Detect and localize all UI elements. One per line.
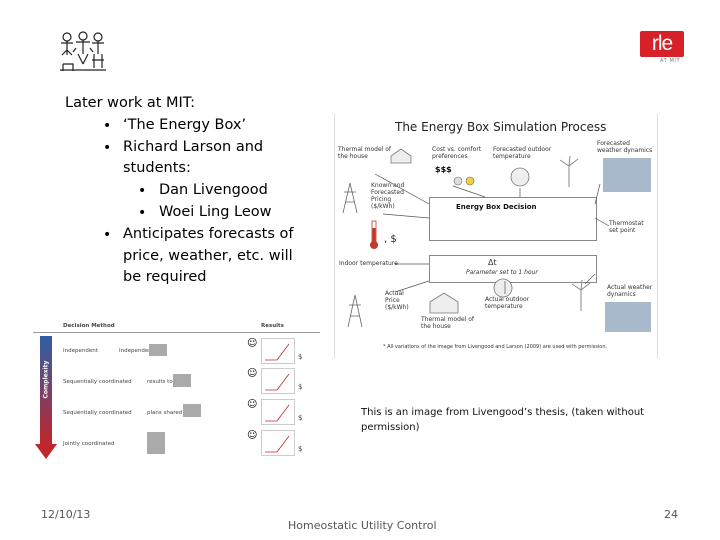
rle-logo-text: rle <box>640 31 684 57</box>
figure-footnote: * All variations of the image from Liven… <box>383 344 608 350</box>
row-3-thumb <box>183 404 201 417</box>
result-dollar: $ <box>298 383 303 391</box>
rle-logo-subtitle: AT MIT <box>660 58 681 64</box>
decision-title: Energy Box Decision <box>456 203 537 211</box>
smiley-icon: ☺ <box>247 430 258 441</box>
energy-box-simulation-figure: The Energy Box Simulation Process Therma… <box>334 114 658 358</box>
delta-t: Δt <box>488 258 497 267</box>
bullet-energy-box: ‘The Energy Box’ <box>123 117 247 133</box>
image-caption: This is an image from Livengood’s thesis… <box>361 407 645 433</box>
result-dollar: $ <box>298 353 303 361</box>
house-icon <box>390 148 412 164</box>
row-1-thumb <box>149 344 167 356</box>
bullet-dot: • <box>103 227 112 243</box>
row-2-thumb <box>173 374 191 387</box>
decision-box: Energy Box Decision <box>429 197 597 241</box>
sub-bullet-dot: • <box>138 183 147 199</box>
decision-method-table: Decision Method Results Complexity Indep… <box>33 320 320 460</box>
cost-comfort-label: Cost vs. comfort preferences <box>432 146 482 160</box>
sketch-figures-icon <box>60 31 106 71</box>
sky-photo <box>603 158 651 192</box>
result-chart-icon <box>261 368 295 394</box>
thermal-model-label: Thermal model of the house <box>338 146 391 160</box>
bullet-anticipates-line2: price, weather, etc. will <box>123 248 293 264</box>
actual-price-label: Actual Price ($/kWh) <box>385 290 409 311</box>
thermometer-icon <box>370 220 378 249</box>
result-dollar: $ <box>298 414 303 422</box>
power-tower-icon <box>342 182 358 214</box>
known-pricing-label: Known and Forecasted Pricing ($/kWh) <box>371 182 405 210</box>
sub-bullet-dot: • <box>138 205 147 221</box>
method-row-3: Sequentially coordinated <box>63 410 132 416</box>
rle-logo: rle AT MIT <box>640 31 684 65</box>
thermal-model-label-2: Thermal model of the house <box>421 316 474 330</box>
param-label: Parameter set to 1 hour <box>466 269 538 276</box>
result-chart-icon <box>261 430 295 456</box>
row-4-thumb <box>147 432 165 454</box>
complexity-arrow-icon <box>35 336 57 459</box>
method-row-2-inner: results to <box>147 379 173 385</box>
footer-title: Homeostatic Utility Control <box>288 519 437 532</box>
thermostat-label: Thermostat set point <box>609 220 644 234</box>
bullet-dot: • <box>103 140 112 156</box>
comma-dollar: , $ <box>384 234 397 245</box>
bullet-larson-line2: students: <box>123 160 191 176</box>
thermometer-dial-icon-2 <box>493 278 513 298</box>
bullet-anticipates-line3: be required <box>123 269 207 285</box>
method-row-1-inner: Independent <box>119 348 154 354</box>
sub-bullet-livengood: Dan Livengood <box>159 182 268 198</box>
smiley-icon: ☺ <box>247 399 258 410</box>
method-row-3-inner: plans shared <box>147 410 183 416</box>
actual-outdoor-label: Actual outdoor temperature <box>485 296 530 310</box>
bullet-dot: • <box>103 118 112 134</box>
result-chart-icon <box>261 338 295 364</box>
col-results: Results <box>261 323 284 329</box>
team-sketch-logo <box>58 30 108 72</box>
complexity-label: Complexity <box>42 360 50 399</box>
result-dollar: $ <box>298 445 303 453</box>
actual-weather-label: Actual weather dynamics <box>607 284 653 298</box>
figure-title: The Energy Box Simulation Process <box>395 120 607 134</box>
forecasted-temp-label: Forecasted outdoor temperature <box>493 146 552 160</box>
indoor-temp-label: Indoor temperature <box>339 260 398 267</box>
method-row-2: Sequentially coordinated <box>63 379 132 385</box>
footer-date: 12/10/13 <box>41 508 91 521</box>
result-chart-icon <box>261 399 295 425</box>
delta-t-box: Δt Parameter set to 1 hour <box>429 255 597 283</box>
smiley-icon: ☺ <box>247 368 258 379</box>
table-divider <box>33 332 320 333</box>
page-number: 24 <box>664 508 678 521</box>
wind-turbine-icon-2 <box>571 279 591 311</box>
smiley-icons <box>453 176 475 186</box>
smiley-icon: ☺ <box>247 338 258 349</box>
dollar-signs: $$$ <box>435 165 452 174</box>
sky-photo-2 <box>605 302 651 332</box>
col-decision-method: Decision Method <box>63 323 115 329</box>
sub-bullet-leow: Woei Ling Leow <box>159 204 272 220</box>
bullet-anticipates-line1: Anticipates forecasts of <box>123 226 294 242</box>
bullet-larson-line1: Richard Larson and <box>123 139 264 155</box>
wind-turbine-icon <box>559 155 579 187</box>
house-icon-2 <box>429 292 459 314</box>
bullets-heading: Later work at MIT: <box>65 95 195 111</box>
power-tower-icon-2 <box>347 294 363 328</box>
method-row-1: Independent <box>63 348 98 354</box>
forecasted-weather-label: Forecasted weather dynamics <box>597 140 653 154</box>
method-row-4: Jointly coordinated <box>63 441 115 447</box>
thermometer-dial-icon <box>510 167 530 187</box>
